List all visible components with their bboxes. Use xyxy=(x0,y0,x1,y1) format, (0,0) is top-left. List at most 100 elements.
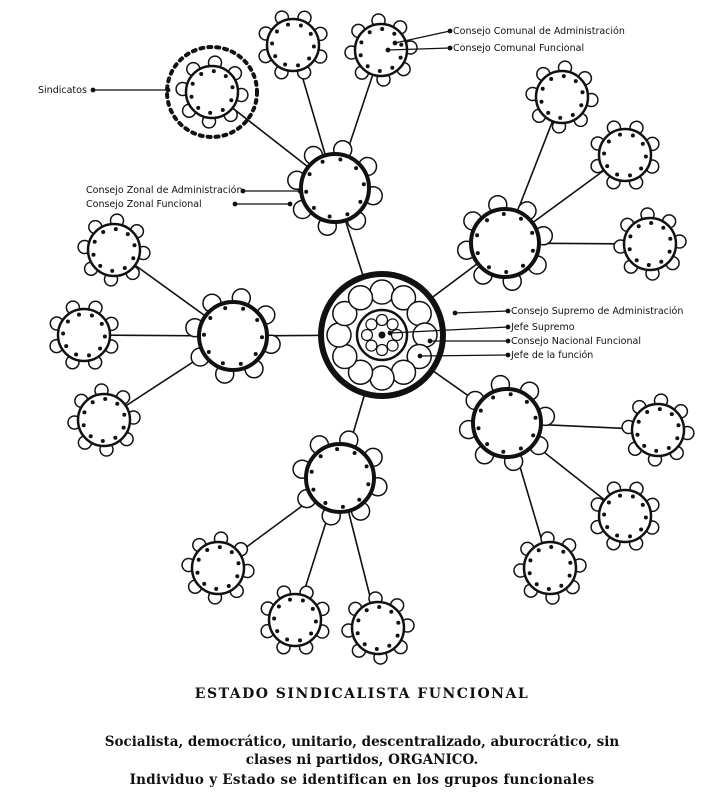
member-dot xyxy=(630,133,635,138)
member-dot xyxy=(605,164,610,169)
member-dot xyxy=(606,139,611,144)
national-council-circle xyxy=(375,313,389,327)
node-ring xyxy=(304,442,376,514)
comunal-node xyxy=(525,60,599,134)
member-dot xyxy=(657,407,662,412)
member-dot xyxy=(300,598,305,603)
member-dot xyxy=(666,446,671,450)
member-dot xyxy=(88,434,93,439)
comunal-node xyxy=(181,531,255,605)
member-dot xyxy=(667,249,672,254)
member-dot xyxy=(628,234,633,239)
member-dot xyxy=(478,408,483,413)
national-function-circle xyxy=(332,343,358,370)
comunal-node xyxy=(590,481,660,551)
comunal-node xyxy=(590,120,660,190)
node-ring xyxy=(350,600,406,656)
label-consejo-zonal-funcional: Consejo Zonal Funcional xyxy=(86,199,202,210)
member-dot xyxy=(270,41,275,46)
member-dot xyxy=(298,23,303,28)
member-dot xyxy=(307,172,312,177)
member-dot xyxy=(320,159,325,164)
member-dot xyxy=(390,65,395,70)
member-dot xyxy=(561,74,566,79)
member-dot xyxy=(223,74,228,79)
member-dot xyxy=(208,110,213,115)
member-dot xyxy=(61,331,66,336)
member-dot xyxy=(573,79,578,84)
member-dot xyxy=(377,605,382,609)
national-council-circle xyxy=(365,339,378,352)
member-dot xyxy=(668,236,673,241)
member-dot xyxy=(274,29,279,34)
member-dot xyxy=(190,81,195,86)
caption-line-2: clases ni partidos, ORGANICO. xyxy=(245,752,479,768)
label-consejo-zonal-admin: Consejo Zonal de Administración xyxy=(86,185,242,196)
member-dot xyxy=(335,447,340,452)
member-dot xyxy=(615,172,620,177)
member-dot xyxy=(377,69,382,73)
member-dot xyxy=(646,263,651,267)
member-dot xyxy=(643,515,648,520)
member-dot xyxy=(531,433,536,438)
member-dot xyxy=(636,224,641,229)
member-dot xyxy=(399,42,404,47)
member-dot xyxy=(196,105,201,110)
leader-dot xyxy=(297,188,303,194)
member-dot xyxy=(475,251,480,256)
national-function-circle xyxy=(406,300,432,327)
member-dot xyxy=(640,141,645,146)
node-ring xyxy=(534,69,590,125)
leader-dot xyxy=(505,338,511,344)
member-dot xyxy=(645,410,650,414)
member-dot xyxy=(125,232,130,237)
node-ring xyxy=(86,222,142,278)
jefe-supremo-dot xyxy=(378,331,386,339)
member-dot xyxy=(318,454,323,459)
member-dot xyxy=(508,392,513,397)
member-dot xyxy=(220,108,225,112)
member-dot xyxy=(675,436,680,441)
member-dot xyxy=(528,558,533,563)
label-consejo-comunal-funcional: Consejo Comunal Funcional xyxy=(453,43,584,54)
national-council-circle xyxy=(390,328,404,342)
node-ring xyxy=(184,64,240,120)
national-function-circle xyxy=(347,285,374,311)
member-dot xyxy=(365,64,370,69)
leader-dot xyxy=(385,47,391,53)
member-dot xyxy=(395,633,400,638)
node-ring xyxy=(190,540,246,596)
zonal-node xyxy=(185,288,281,384)
caption-line-1: Socialista, democrático, unitario, desce… xyxy=(104,734,620,750)
national-function-circle xyxy=(390,285,417,311)
member-dot xyxy=(536,548,541,553)
leader-dot xyxy=(417,353,423,359)
member-dot xyxy=(91,252,96,257)
member-dot xyxy=(253,352,258,356)
national-function-circle xyxy=(390,359,417,385)
member-dot xyxy=(296,63,300,68)
leader-dot xyxy=(427,338,433,344)
member-dot xyxy=(570,113,575,117)
member-dot xyxy=(362,642,367,647)
member-dot xyxy=(627,247,632,252)
member-dot xyxy=(229,550,234,555)
leader-dot xyxy=(232,201,238,207)
member-dot xyxy=(568,560,573,565)
member-dot xyxy=(64,344,69,349)
member-dot xyxy=(643,154,648,159)
member-dot xyxy=(558,115,563,120)
member-dot xyxy=(309,469,314,474)
label-leader-lines xyxy=(90,28,511,359)
member-dot xyxy=(276,604,281,609)
node-ring xyxy=(353,22,409,78)
zonal-node xyxy=(456,194,554,292)
member-dot xyxy=(357,497,362,502)
member-dot xyxy=(309,631,314,636)
node-ring xyxy=(597,488,653,544)
member-dot xyxy=(546,110,551,115)
member-dot xyxy=(283,62,288,67)
label-consejo-comunal-admin: Consejo Comunal de Administración xyxy=(453,26,625,37)
member-dot xyxy=(501,212,506,216)
leader-dot xyxy=(505,324,511,330)
